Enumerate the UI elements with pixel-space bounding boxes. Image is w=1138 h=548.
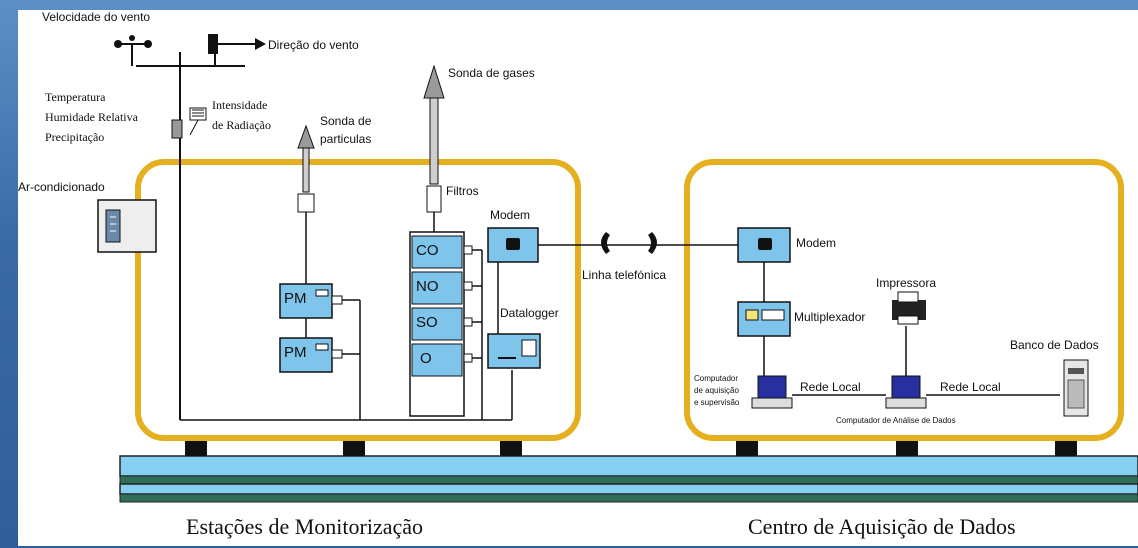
- pm-analyzer-label: PM: [284, 344, 307, 361]
- datalogger-device: [487, 333, 541, 369]
- pm-analyzer-label: PM: [284, 290, 307, 307]
- radiation-label-line1: Intensidade: [212, 98, 268, 112]
- phone-line-label: Linha telefónica: [582, 268, 667, 282]
- particle-probe-label-line1: Sonda de: [320, 114, 372, 128]
- platform-rail: [119, 455, 1138, 503]
- particle-probe-label-line2: particulas: [320, 132, 372, 146]
- analysis-pc-label: Computador de Análise de Dados: [836, 416, 956, 425]
- gas-probe: [423, 64, 445, 232]
- wind-vane-icon: [208, 34, 266, 54]
- temperature-label: Temperatura: [45, 90, 106, 104]
- weather-mast: [120, 43, 245, 420]
- anemometer-icon: [114, 35, 152, 48]
- filters-label: Filtros: [446, 184, 479, 198]
- database-server-icon: [1063, 359, 1089, 417]
- wind-direction-label: Direção do vento: [268, 38, 359, 52]
- humidity-label: Humidade Relativa: [45, 110, 138, 124]
- center-modem-label: Modem: [796, 236, 837, 250]
- gas-analyzer-rack: [409, 231, 473, 417]
- radiation-label-line2: de Radiação: [212, 118, 271, 132]
- center-wiring: [763, 262, 1060, 396]
- thermo-hygrometer-icon: [171, 119, 183, 139]
- data-center-caption: Centro de Aquisição de Dados: [748, 514, 1016, 539]
- acquisition-computer: [751, 375, 793, 409]
- pm-analyzer: [279, 283, 343, 319]
- datalogger-label: Datalogger: [500, 306, 559, 320]
- particle-probe: [297, 124, 315, 354]
- acquisition-pc-label-line3: e supervisão: [694, 398, 740, 407]
- wind-speed-label: Velocidade do vento: [42, 10, 151, 24]
- lan-label: Rede Local: [940, 380, 1001, 394]
- acquisition-pc-label-line1: Computador: [694, 374, 739, 383]
- database-label: Banco de Dados: [1010, 338, 1099, 352]
- printer-icon: [892, 291, 926, 325]
- multiplexer-label: Multiplexador: [794, 310, 866, 324]
- station-wiring: [180, 249, 513, 421]
- lan-label: Rede Local: [800, 380, 861, 394]
- center-modem-device: [737, 227, 791, 263]
- pyranometer-icon: [189, 107, 207, 136]
- station-modem-label: Modem: [490, 208, 531, 222]
- monitoring-station-container: [135, 159, 581, 441]
- air-conditioner-unit: [97, 199, 157, 253]
- no-analyzer-label: NO: [416, 278, 439, 295]
- container-feet: [185, 438, 1077, 456]
- precipitation-label: Precipitação: [45, 130, 105, 144]
- analysis-computer: [885, 375, 927, 409]
- multiplexer-device: [737, 301, 791, 337]
- gas-probe-label: Sonda de gases: [448, 66, 535, 80]
- data-center-container: [684, 159, 1124, 441]
- printer-label: Impressora: [876, 276, 937, 290]
- phone-line: [538, 232, 738, 254]
- so-analyzer-label: SO: [416, 314, 438, 331]
- o3-analyzer-label: O: [420, 350, 432, 367]
- acquisition-pc-label-line2: de aquisição: [694, 386, 739, 395]
- station-modem-device: [487, 227, 539, 263]
- co-analyzer-label: CO: [416, 242, 439, 259]
- air-conditioner-label: Ar-condicionado: [18, 180, 105, 194]
- monitoring-stations-caption: Estações de Monitorização: [186, 514, 424, 539]
